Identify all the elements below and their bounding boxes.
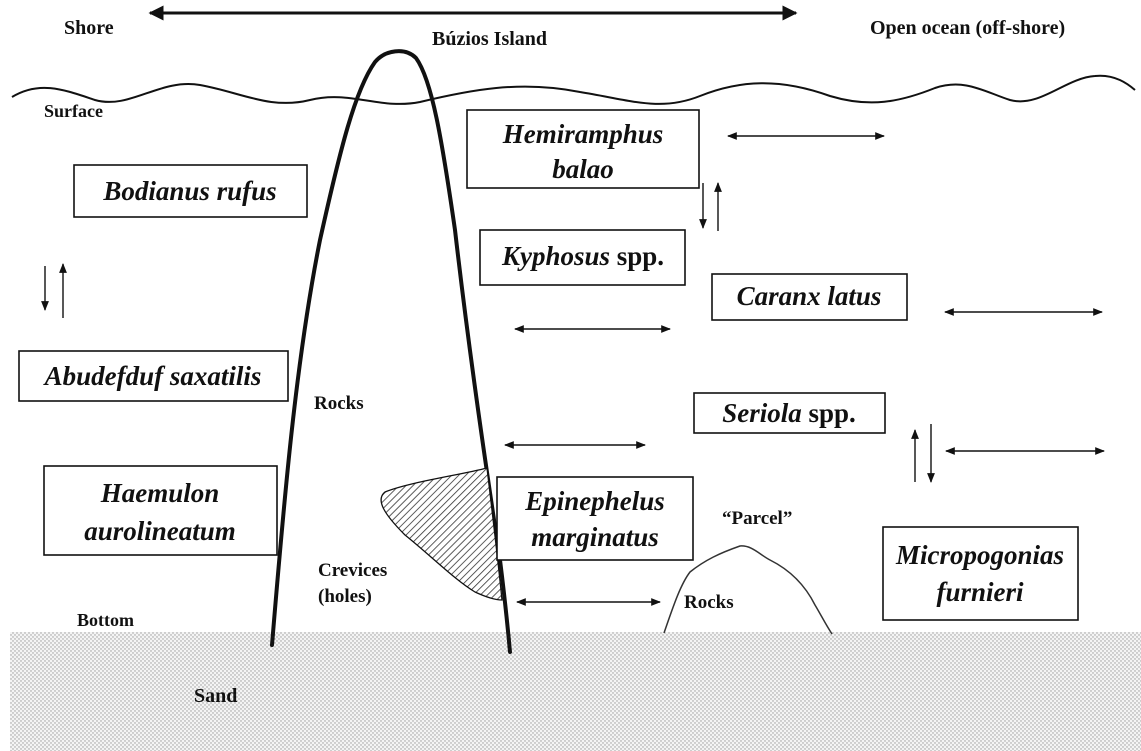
species-box-micropogonias: Micropogonias furnieri xyxy=(883,527,1078,620)
abudefduf-name: Abudefduf saxatilis xyxy=(43,361,262,391)
species-box-seriola: Seriola spp. xyxy=(694,393,885,433)
species-box-kyphosus: Kyphosus spp. xyxy=(480,230,685,285)
crevices-hatched-area xyxy=(381,468,502,600)
caranx-name: Caranx latus xyxy=(737,281,882,311)
species-box-epinephelus: Epinephelus marginatus xyxy=(497,477,693,560)
species-box-haemulon: Haemulon aurolineatum xyxy=(44,466,277,555)
bottom-label: Bottom xyxy=(77,610,134,630)
micropogonias-line2: furnieri xyxy=(936,577,1024,607)
species-box-hemiramphus: Hemiramphus balao xyxy=(467,110,699,188)
rocks-label: Rocks xyxy=(314,393,364,414)
bodianus-name: Bodianus rufus xyxy=(102,176,276,206)
epinephelus-line1: Epinephelus xyxy=(524,486,665,516)
holes-label: (holes) xyxy=(318,586,372,607)
micropogonias-line1: Micropogonias xyxy=(895,540,1064,570)
haemulon-line1: Haemulon xyxy=(100,478,220,508)
seriola-name: Seriola spp. xyxy=(722,398,856,428)
island-label: Búzios Island xyxy=(432,28,547,50)
sand-label: Sand xyxy=(194,685,237,707)
shore-label: Shore xyxy=(64,17,114,39)
species-box-abudefduf: Abudefduf saxatilis xyxy=(19,351,288,401)
hemiramphus-line1: Hemiramphus xyxy=(502,119,664,149)
open-ocean-label: Open ocean (off-shore) xyxy=(870,17,1065,39)
crevices-label: Crevices xyxy=(318,560,387,581)
sea-surface-line xyxy=(12,76,1135,104)
epinephelus-line2: marginatus xyxy=(531,522,659,552)
surface-label: Surface xyxy=(44,101,103,121)
species-box-caranx: Caranx latus xyxy=(712,274,907,320)
parcel-label: “Parcel” xyxy=(722,508,792,529)
sand-bottom xyxy=(10,632,1141,751)
hemiramphus-line2: balao xyxy=(552,154,614,184)
parcel-rocks-label: Rocks xyxy=(684,592,734,613)
kyphosus-name: Kyphosus spp. xyxy=(501,241,664,271)
haemulon-line2: aurolineatum xyxy=(84,516,236,546)
species-box-bodianus: Bodianus rufus xyxy=(74,165,307,217)
